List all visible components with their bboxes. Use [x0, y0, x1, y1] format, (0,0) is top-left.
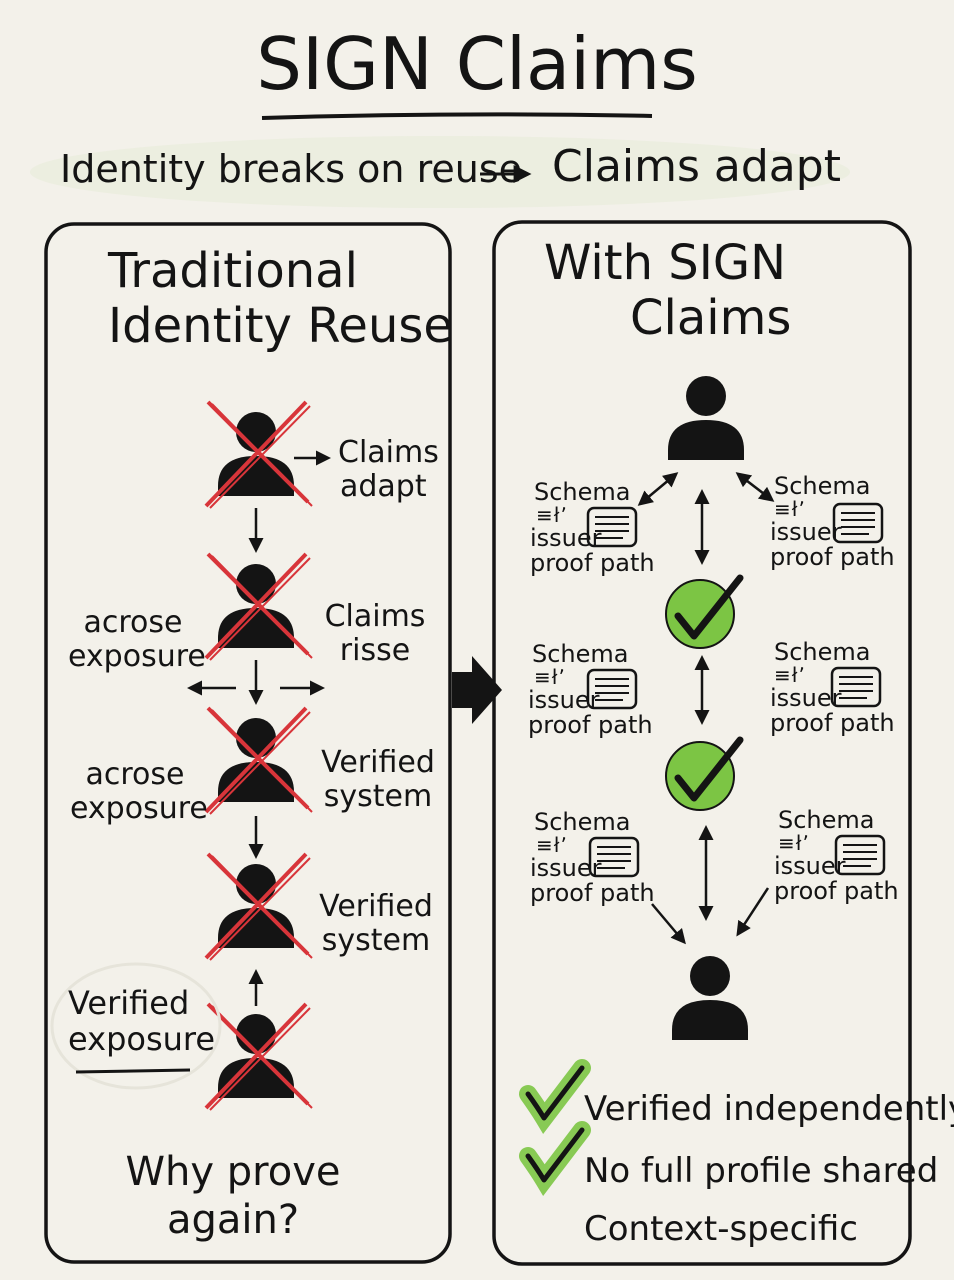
- label-acrose-exposure-1: acrose exposure: [68, 605, 206, 674]
- arrow-left-schema-bottom: [651, 903, 686, 945]
- label-verified-exposure: Verified exposure: [68, 984, 216, 1058]
- right-person-top: [668, 376, 744, 460]
- check-badge-1: [666, 578, 740, 648]
- benefit-verified-independently: Verified independently: [584, 1089, 954, 1129]
- title-underline: [261, 112, 653, 120]
- right-panel-heading: With SIGN Claims: [544, 235, 792, 347]
- question-why-prove-again: Why prove again?: [125, 1149, 341, 1243]
- schema-card-6: Schema ≡łʼ issuer proof path: [774, 806, 899, 906]
- schema-card-5: Schema ≡łʼ issuer proof path: [530, 808, 655, 908]
- subtitle-left: Identity breaks on reuse: [60, 147, 523, 191]
- left-person-4: [204, 852, 314, 962]
- verified-exposure-underline: [75, 1068, 191, 1074]
- benefit-check-icon-2: [528, 1130, 582, 1180]
- schema-card-3: Schema ≡łʼ issuer proof path: [528, 640, 653, 740]
- left-person-2: [204, 552, 314, 662]
- schema-card-1: Schema ≡łʼ issuer proof path: [530, 478, 655, 578]
- label-claims-adapt: Claims adapt: [338, 435, 439, 504]
- left-person-1: [204, 400, 314, 510]
- right-person-bottom: [672, 956, 748, 1040]
- left-person-5: [204, 1002, 314, 1112]
- label-claims-risse: Claims risse: [324, 599, 426, 668]
- panel-transition-arrow: [452, 656, 502, 724]
- label-verified-system-1: Verified system: [321, 745, 435, 814]
- left-person-3: [204, 706, 314, 816]
- arrow-right-schema-top: [735, 472, 775, 502]
- benefit-no-full-profile: No full profile shared: [584, 1151, 939, 1191]
- arrow-left-schema-top: [637, 472, 679, 506]
- arrow-right-schema-bottom: [736, 887, 770, 937]
- schema-card-2: Schema ≡łʼ issuer proof path: [770, 472, 895, 572]
- check-badge-2: [666, 740, 740, 810]
- page-title: SIGN Claims: [256, 22, 698, 106]
- subtitle-right: Claims adapt: [552, 141, 841, 192]
- left-panel-frame: [44, 222, 452, 1264]
- left-panel-heading: Traditional Identity Reuse: [108, 243, 453, 355]
- schema-card-4: Schema ≡łʼ issuer proof path: [770, 638, 895, 738]
- label-acrose-exposure-2: acrose exposure: [70, 757, 208, 826]
- benefit-check-icon-1: [528, 1068, 582, 1118]
- right-panel-frame: [492, 220, 912, 1266]
- benefit-context-specific: Context-specific: [584, 1209, 858, 1249]
- label-verified-system-2: Verified system: [319, 889, 433, 958]
- verified-exposure-circle: [50, 962, 222, 1090]
- subtitle-highlight: [30, 136, 850, 208]
